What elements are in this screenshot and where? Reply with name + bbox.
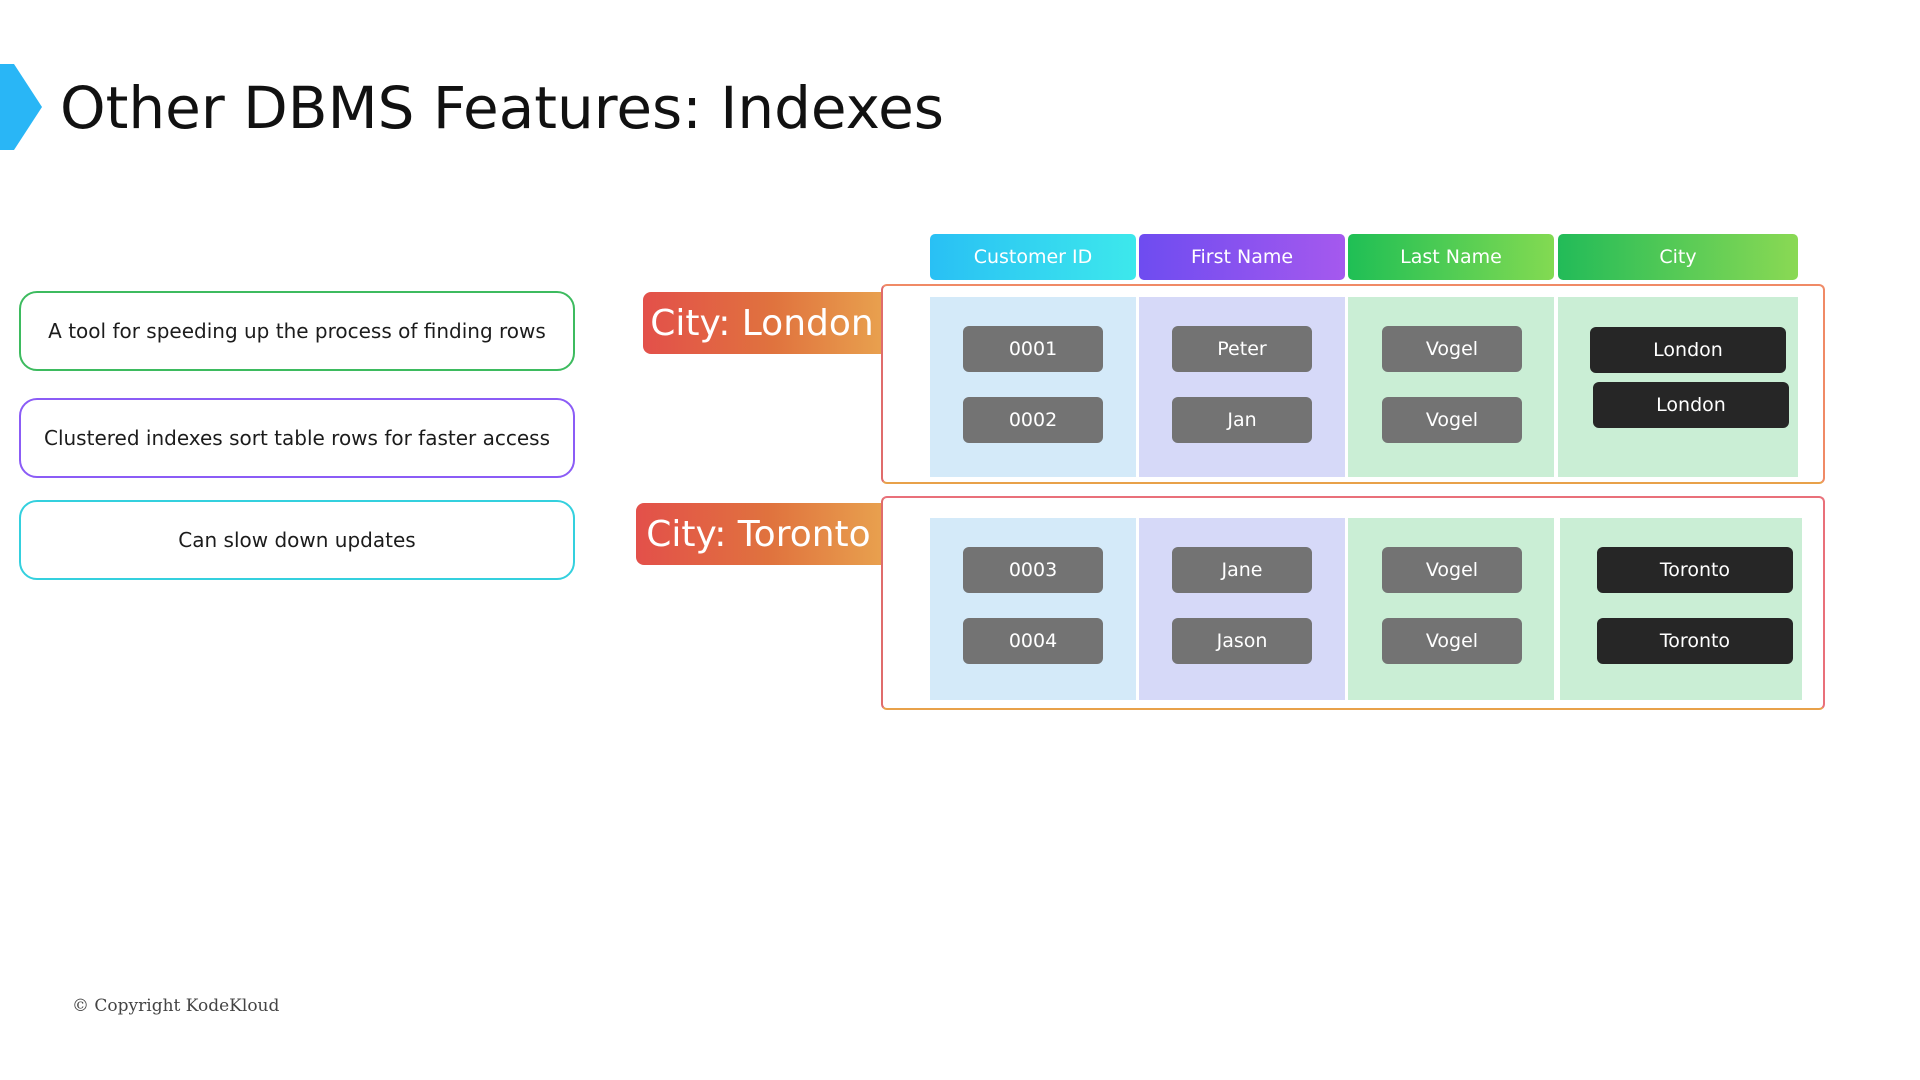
copyright-footer: © Copyright KodeKloud xyxy=(72,996,280,1016)
cell-first-name: Jason xyxy=(1172,618,1312,664)
slide-title: Other DBMS Features: Indexes xyxy=(60,74,945,142)
cell-first-name: Jan xyxy=(1172,397,1312,443)
cell-city: London xyxy=(1590,327,1786,373)
cell-city: Toronto xyxy=(1597,547,1793,593)
column-band-first xyxy=(1139,297,1345,477)
column-band-first xyxy=(1139,518,1345,700)
column-band-id xyxy=(930,518,1136,700)
column-header-last-name: Last Name xyxy=(1348,234,1554,280)
cell-last-name: Vogel xyxy=(1382,397,1522,443)
cell-customer-id: 0002 xyxy=(963,397,1103,443)
feature-box-updates: Can slow down updates xyxy=(19,500,575,580)
cell-customer-id: 0004 xyxy=(963,618,1103,664)
column-band-id xyxy=(930,297,1136,477)
feature-box-clustered: Clustered indexes sort table rows for fa… xyxy=(19,398,575,478)
cell-last-name: Vogel xyxy=(1382,547,1522,593)
title-arrow-icon xyxy=(0,64,42,150)
column-header-customer-id: Customer ID xyxy=(930,234,1136,280)
cell-city: Toronto xyxy=(1597,618,1793,664)
column-band-last xyxy=(1348,297,1554,477)
group-label-toronto: City: Toronto xyxy=(636,503,881,565)
column-band-city xyxy=(1560,518,1802,700)
group-label-london: City: London xyxy=(643,292,881,354)
column-header-first-name: First Name xyxy=(1139,234,1345,280)
cell-customer-id: 0001 xyxy=(963,326,1103,372)
cell-last-name: Vogel xyxy=(1382,326,1522,372)
column-band-last xyxy=(1348,518,1554,700)
cell-last-name: Vogel xyxy=(1382,618,1522,664)
cell-first-name: Jane xyxy=(1172,547,1312,593)
feature-box-speed: A tool for speeding up the process of fi… xyxy=(19,291,575,371)
column-header-city: City xyxy=(1558,234,1798,280)
cell-city: London xyxy=(1593,382,1789,428)
cell-first-name: Peter xyxy=(1172,326,1312,372)
cell-customer-id: 0003 xyxy=(963,547,1103,593)
